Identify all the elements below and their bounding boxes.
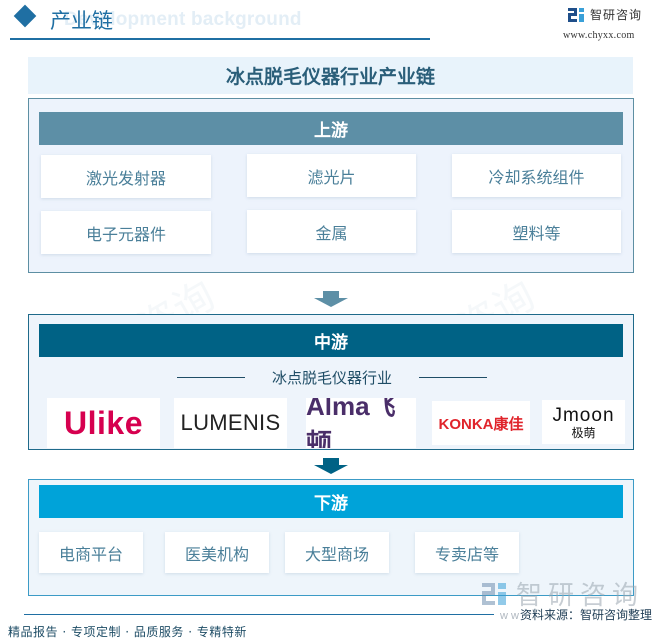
downstream-item: 电商平台 [39,532,143,573]
arrow-down-icon [314,458,348,476]
subtitle-divider-left [176,377,245,378]
midstream-subtitle: 冰点脱毛仪器行业 [271,369,392,387]
upstream-item: 电子元器件 [41,211,211,254]
watermark-text: 智研咨询 [516,581,645,611]
footer-slogan: 精品报告 · 专项定制 · 品质服务 · 专精特新 [8,625,247,639]
midstream-header: 中游 [39,324,623,357]
upstream-item: 滤光片 [247,154,416,197]
brand-logo-konka: KONKA康佳 [432,401,530,445]
footer-divider [24,614,494,615]
diagram-title: 冰点脱毛仪器行业产业链 [28,57,633,94]
brand-logo-jmoon: Jmoon 极萌 [542,400,625,444]
upstream-header: 上游 [39,112,623,145]
diamond-icon [13,4,37,28]
downstream-header: 下游 [39,485,623,518]
brand-name: 智研咨询 [590,8,643,22]
footer-watermark: 智研咨询 [482,575,644,612]
brand-logo-alma: Alma飞顿 [306,398,416,448]
upstream-item: 金属 [247,210,416,253]
upstream-item: 冷却系统组件 [452,154,621,197]
watermark-logo-icon [482,582,506,605]
midstream-section: 中游 冰点脱毛仪器行业 Ulike LUMENIS Alma飞顿 KONKA康佳… [28,314,634,450]
upstream-item: 激光发射器 [41,155,211,198]
downstream-item: 专卖店等 [415,532,519,573]
downstream-section: 下游 电商平台 医美机构 大型商场 专卖店等 [28,479,634,596]
downstream-item: 大型商场 [285,532,389,573]
upstream-item: 塑料等 [452,210,621,253]
arrow-down-icon [314,291,348,309]
downstream-item: 医美机构 [165,532,269,573]
midstream-subtitle-row: 冰点脱毛仪器行业 [29,367,635,388]
brand-logo-lumenis: LUMENIS [174,398,287,448]
header-ghost-text: Development background [64,9,302,30]
upstream-section: 上游 激光发射器 滤光片 冷却系统组件 电子元器件 金属 塑料等 [28,98,634,273]
brand-url: www.chyxx.com [563,30,635,41]
source-note: w w资料来源：智研咨询整理 [500,608,652,622]
subtitle-divider-right [419,377,487,378]
brand-logo-ulike: Ulike [47,398,160,448]
brand-logo: 智研咨询 [568,6,642,23]
header-divider [10,38,430,40]
brand-logo-icon [568,7,584,22]
page-title: 产业链 [50,9,113,33]
